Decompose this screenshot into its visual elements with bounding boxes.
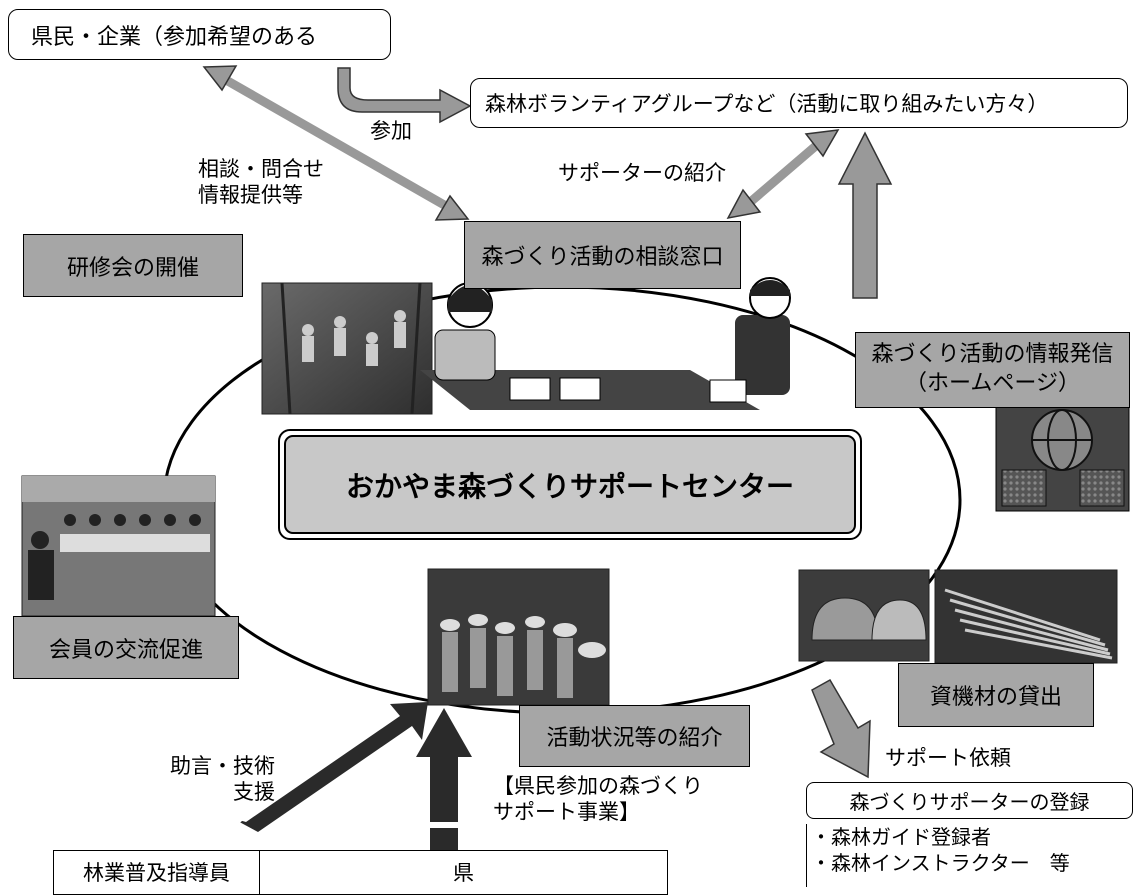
exchange-box: 会員の交流促進 [13, 616, 239, 679]
center-title: おかやま森づくりサポートセンター [345, 469, 794, 503]
top-left-box-label: 県民・企業（参加希望のある [31, 24, 318, 50]
top-left-box: 県民・企業（参加希望のある [8, 9, 391, 60]
consultation-illustration [420, 277, 791, 410]
meeting-photo [21, 475, 216, 617]
supporter-reg-box: 森づくりサポーターの登録 [806, 782, 1133, 819]
info-up-arrow [837, 131, 893, 299]
project-label-line1: 【県民参加の森づくり [493, 774, 703, 798]
support-request-label: サポート依頼 [885, 746, 1011, 770]
forest-workers-photo [261, 282, 433, 415]
consult-label-line2: 情報提供等 [198, 183, 303, 208]
join-arrow [337, 67, 472, 124]
training-box: 研修会の開催 [23, 234, 243, 297]
prefecture-label: 県 [453, 861, 474, 885]
advice-arrow [226, 702, 428, 832]
forestry-instructor-label: 林業普及指導員 [83, 861, 230, 885]
supporter-double-arrow [726, 129, 840, 220]
consult-double-arrow [202, 65, 470, 221]
advice-label-line1: 助言・技術 [170, 754, 275, 778]
top-right-box-label: 森林ボランティアグループなど（活動に取り組みたい方々） [485, 92, 1049, 116]
consult-window-box: 森づくり活動の相談窓口 [464, 221, 741, 289]
consult-label-line1: 相談・問合せ [198, 157, 324, 181]
sanka-label: 参加 [370, 119, 412, 143]
training-label: 研修会の開催 [66, 255, 199, 281]
info-box-line2: （ホームページ） [905, 371, 1080, 396]
exchange-label: 会員の交流促進 [48, 637, 203, 663]
center-title-box: おかやま森づくりサポートセンター [278, 429, 862, 540]
advice-label: 助言・技術 支援 [165, 753, 275, 806]
consult-label: 相談・問合せ 情報提供等 [198, 156, 324, 209]
prefecture-up-arrow [416, 708, 472, 850]
globe-computers-icon [995, 393, 1130, 512]
consult-window-label: 森づくり活動の相談窓口 [481, 245, 724, 270]
activity-intro-label: 活動状況等の紹介 [546, 726, 723, 751]
info-box-line1: 森づくり活動の情報発信 [871, 342, 1114, 368]
support-request-arrow [811, 678, 871, 779]
tools-photo [934, 569, 1118, 664]
top-right-box: 森林ボランティアグループなど（活動に取り組みたい方々） [470, 78, 1128, 128]
supporter-reg-title: 森づくりサポーターの登録 [849, 790, 1090, 814]
prefecture-box: 県 [260, 851, 667, 894]
advice-label-line2: 支援 [233, 780, 275, 805]
group-forest-photo [427, 568, 610, 706]
info-box: 森づくり活動の情報発信 （ホームページ） [855, 332, 1130, 408]
forestry-instructor-box: 林業普及指導員 [54, 851, 260, 894]
helmets-photo [798, 569, 930, 662]
project-label: 【県民参加の森づくり サポート事業】 [493, 773, 703, 826]
supporter-reg-list: ・森林ガイド登録者 ・森林インストラクター 等 [806, 824, 1070, 887]
project-label-line2: サポート事業】 [493, 800, 640, 825]
supporter-reg-item: ・森林インストラクター 等 [811, 851, 1070, 875]
activity-intro-box: 活動状況等の紹介 [519, 705, 750, 767]
supporter-intro-label: サポーターの紹介 [558, 161, 726, 185]
lending-label: 資機材の貸出 [929, 685, 1062, 710]
bottom-boxes: 林業普及指導員 県 [53, 850, 668, 895]
supporter-reg-item: ・森林ガイド登録者 [811, 825, 991, 849]
lending-box: 資機材の貸出 [898, 663, 1094, 727]
arrow-break [430, 822, 458, 828]
